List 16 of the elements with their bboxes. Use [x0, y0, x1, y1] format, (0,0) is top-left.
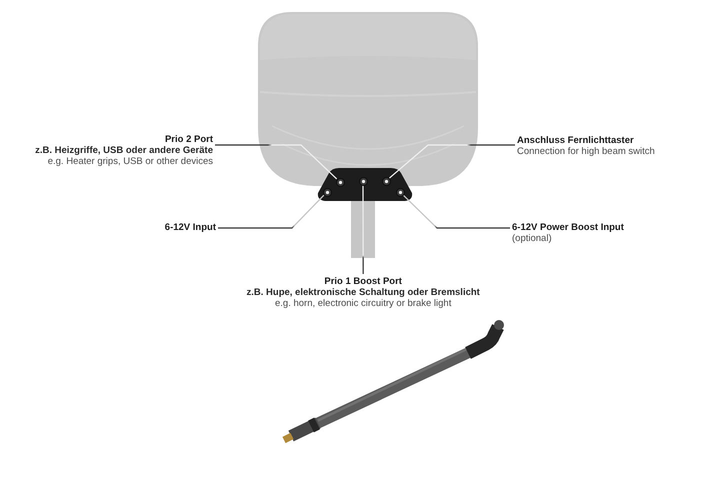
callout-description: z.B. Heizgriffe, USB oder andere Geräte: [35, 145, 213, 156]
callout-title: Prio 1 Boost Port: [323, 276, 403, 287]
leader-line: [215, 144, 338, 180]
callout-note: (optional): [512, 233, 553, 244]
leader-line: [362, 186, 364, 274]
callout-translation: e.g. horn, electronic circuitry or brake light: [274, 298, 452, 309]
leader-line: [402, 194, 510, 229]
callout-title: 6-12V Power Boost Input: [512, 222, 624, 233]
callout-translation: e.g. Heater grips, USB or other devices: [46, 156, 213, 167]
callout-translation: Connection for high beam switch: [517, 146, 655, 157]
leader-line: [389, 144, 515, 179]
callout-title: Prio 2 Port: [164, 134, 213, 145]
callout-title: 6-12V Input: [164, 222, 216, 233]
leader-line: [218, 194, 324, 229]
callout-title: Anschluss Fernlichttaster: [517, 135, 635, 146]
callout-description: z.B. Hupe, elektronische Schaltung oder Bremslicht: [246, 287, 480, 298]
